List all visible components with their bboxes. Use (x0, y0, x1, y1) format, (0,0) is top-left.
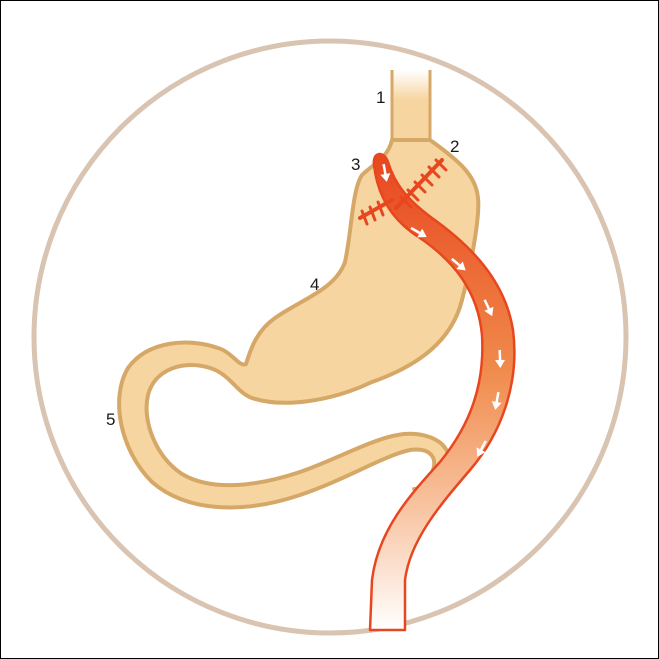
label-3: 3 (351, 155, 360, 174)
stomach (119, 140, 478, 507)
label-2: 2 (450, 137, 459, 156)
label-5: 5 (106, 410, 115, 429)
label-1: 1 (376, 88, 385, 107)
label-4: 4 (310, 275, 319, 294)
